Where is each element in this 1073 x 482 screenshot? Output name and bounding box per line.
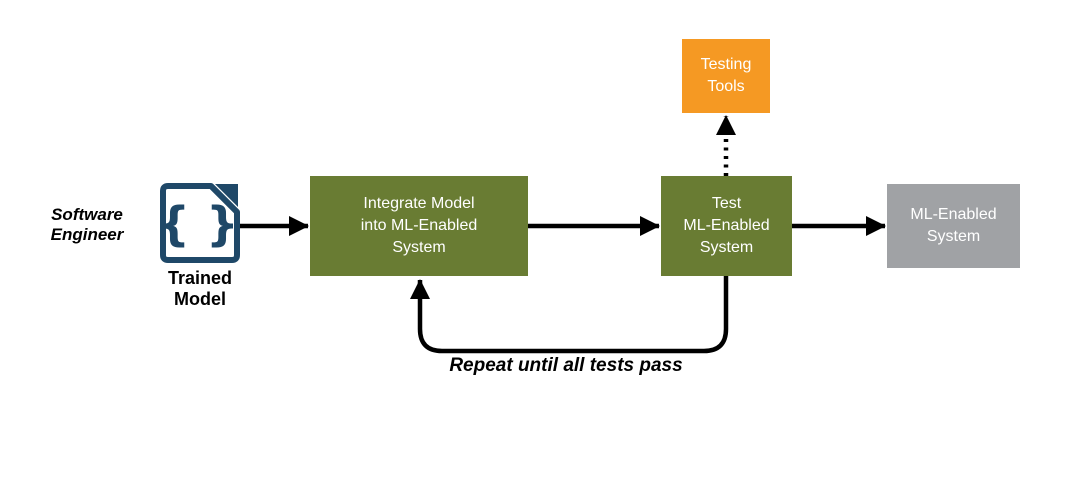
ml-system-line-2: System bbox=[926, 228, 981, 245]
trained-model-line-1: Trained bbox=[167, 268, 233, 288]
loop-annotation-repeat-until-tests-pass: Repeat until all tests pass bbox=[449, 355, 683, 376]
ml-system-line-1: ML-Enabled bbox=[910, 206, 997, 223]
process-box-test-ml-system: Test ML-Enabled System bbox=[661, 176, 792, 276]
integrate-line-2: into ML-Enabled bbox=[360, 217, 478, 234]
folded-corner-shape bbox=[215, 184, 238, 207]
process-box-integrate-model: Integrate Model into ML-Enabled System bbox=[310, 176, 528, 276]
testing-tools-line-1: Testing bbox=[700, 56, 752, 73]
loop-arrow-test-to-integrate bbox=[410, 276, 729, 354]
actor-label-software-engineer: Software Engineer bbox=[27, 205, 147, 245]
box-testing-tools: Testing Tools bbox=[682, 39, 770, 113]
actor-line-2: Engineer bbox=[50, 225, 124, 244]
integrate-line-3: System bbox=[392, 239, 446, 256]
box-ml-enabled-system: ML-Enabled System bbox=[887, 184, 1020, 268]
testing-tools-line-2: Tools bbox=[707, 78, 745, 95]
test-line-3: System bbox=[699, 239, 754, 256]
trained-model-line-2: Model bbox=[174, 289, 226, 309]
integrate-line-1: Integrate Model bbox=[363, 195, 475, 212]
test-line-1: Test bbox=[711, 195, 742, 212]
trained-model-label: Trained Model bbox=[140, 268, 260, 310]
document-page-shape bbox=[160, 183, 240, 263]
code-braces-glyph: { } bbox=[158, 197, 239, 251]
test-line-2: ML-Enabled bbox=[683, 217, 770, 234]
actor-line-1: Software bbox=[51, 205, 123, 224]
code-document-icon: { } bbox=[158, 183, 240, 263]
